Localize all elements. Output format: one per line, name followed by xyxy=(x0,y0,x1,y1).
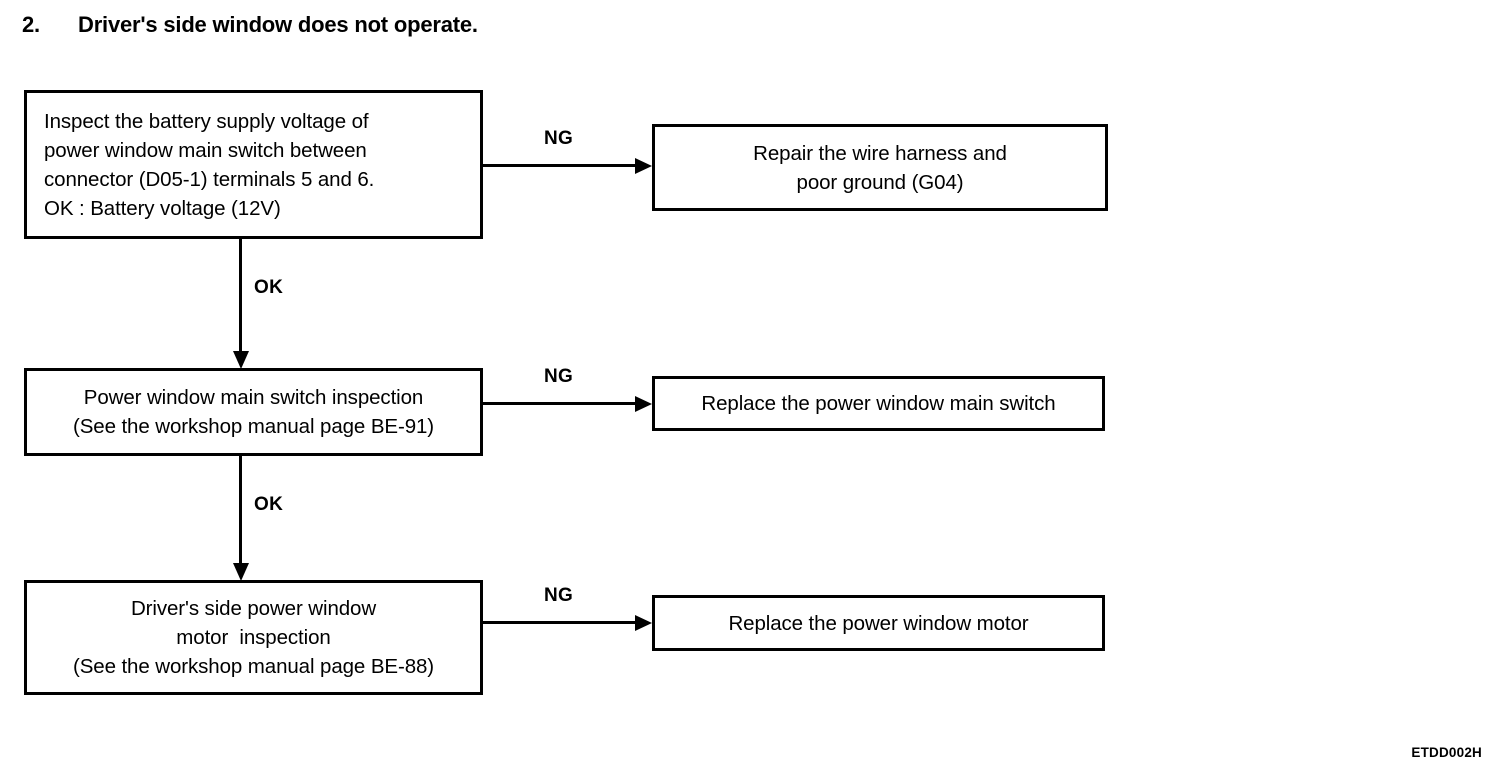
step-line: connector (D05-1) terminals 5 and 6. xyxy=(44,167,375,191)
step-line: Inspect the battery supply voltage of xyxy=(44,109,369,133)
connector-label-ng: NG xyxy=(544,128,574,149)
connector-shaft xyxy=(239,456,242,565)
step-box-motor-inspection: Driver's side power window motor inspect… xyxy=(24,580,483,695)
step-line: (See the workshop manual page BE-88) xyxy=(72,655,435,678)
connector-label-ng: NG xyxy=(544,366,574,387)
outcome-box-repair-harness: Repair the wire harness and poor ground … xyxy=(652,124,1108,211)
page-title-text: Driver's side window does not operate. xyxy=(78,12,478,37)
arrow-down-icon xyxy=(233,351,249,369)
arrow-right-icon xyxy=(635,615,652,631)
step-box-inspect-battery: Inspect the battery supply voltage of po… xyxy=(24,90,483,239)
figure-code: ETDD002H xyxy=(1411,745,1482,760)
outcome-line: poor ground (G04) xyxy=(796,170,964,194)
connector-shaft xyxy=(239,239,242,353)
step-line: Power window main switch inspection xyxy=(83,386,424,409)
arrow-down-icon xyxy=(233,563,249,581)
step-line: OK : Battery voltage (12V) xyxy=(44,196,281,220)
connector-shaft xyxy=(482,164,639,167)
step-line: Driver's side power window xyxy=(130,597,377,620)
arrow-right-icon xyxy=(635,158,652,174)
outcome-line: Replace the power window main switch xyxy=(701,392,1056,415)
connector-label-ng: NG xyxy=(544,585,574,606)
outcome-box-replace-main-switch: Replace the power window main switch xyxy=(652,376,1105,431)
step-line: motor inspection xyxy=(176,626,331,649)
connector-shaft xyxy=(482,402,639,405)
step-line: (See the workshop manual page BE-91) xyxy=(72,415,435,438)
page-title: 2. Driver's side window does not operate… xyxy=(22,8,922,42)
page-title-number: 2. xyxy=(22,12,40,37)
outcome-box-replace-motor: Replace the power window motor xyxy=(652,595,1105,651)
step-box-main-switch-inspection: Power window main switch inspection (See… xyxy=(24,368,483,456)
arrow-right-icon xyxy=(635,396,652,412)
outcome-line: Replace the power window motor xyxy=(728,611,1029,635)
step-line: power window main switch between xyxy=(44,138,367,162)
connector-shaft xyxy=(482,621,639,624)
connector-label-ok: OK xyxy=(254,277,284,298)
outcome-line: Repair the wire harness and xyxy=(753,141,1007,165)
connector-label-ok: OK xyxy=(254,494,284,515)
